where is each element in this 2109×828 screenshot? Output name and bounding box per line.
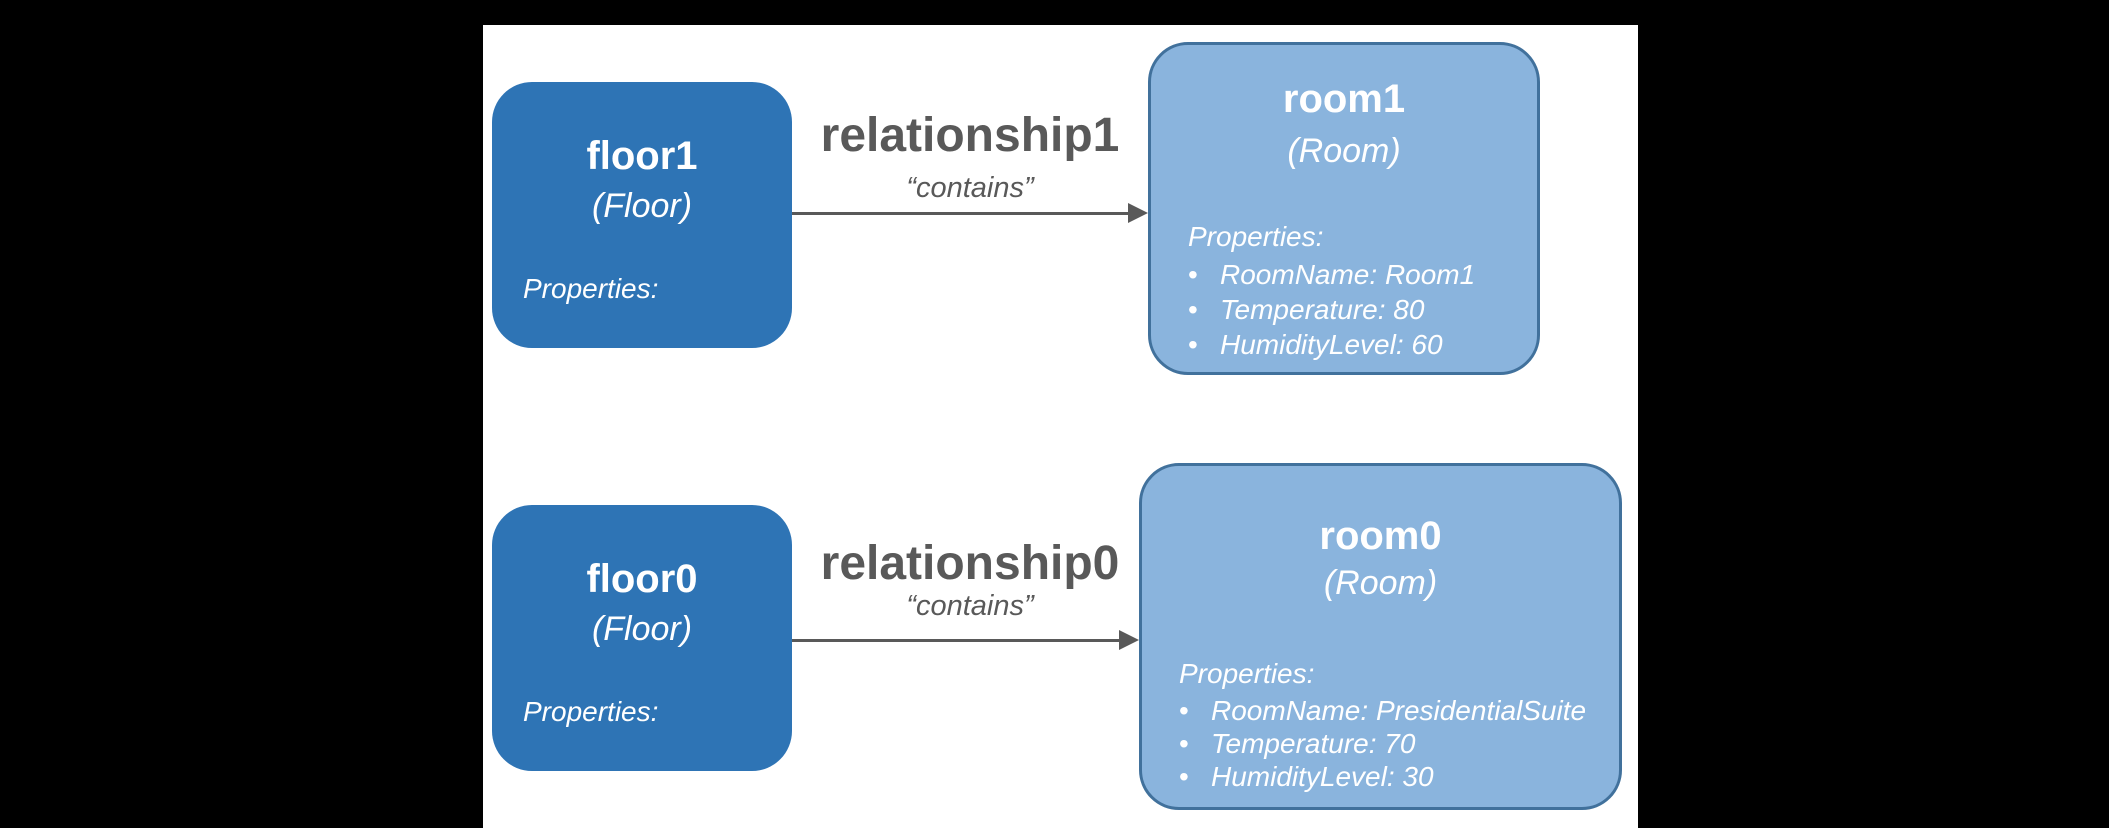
properties-list: • RoomName: Room1 • Temperature: 80 • Hu… <box>1188 257 1475 362</box>
property-item: • RoomName: PresidentialSuite <box>1179 694 1586 727</box>
slide-canvas: floor1 (Floor) Properties: relationship1… <box>483 25 1638 828</box>
relationship-arrow-head-icon <box>1119 630 1139 650</box>
property-text: Temperature: 80 <box>1220 294 1425 325</box>
entity-title: floor1 <box>586 134 698 178</box>
bullet-icon: • <box>1188 259 1198 290</box>
properties-list: • RoomName: PresidentialSuite • Temperat… <box>1179 694 1586 793</box>
properties-label: Properties: <box>1179 658 1315 689</box>
bullet-icon: • <box>1179 728 1189 759</box>
room0-node: room0 (Room) Properties: • RoomName: Pre… <box>1139 463 1622 810</box>
relationship-value: “contains” <box>906 172 1034 204</box>
entity-title: floor0 <box>586 557 698 601</box>
relationship-name: relationship1 <box>820 109 1120 162</box>
entity-model: (Floor) <box>591 187 693 225</box>
entity-model: (Room) <box>1287 132 1401 170</box>
property-text: RoomName: Room1 <box>1220 259 1476 290</box>
floor0-node: floor0 (Floor) Properties: <box>492 505 792 771</box>
bullet-icon: • <box>1188 294 1198 325</box>
property-item: • Temperature: 70 <box>1179 727 1586 760</box>
property-item: • RoomName: Room1 <box>1188 257 1475 292</box>
property-text: RoomName: PresidentialSuite <box>1211 695 1587 726</box>
bullet-icon: • <box>1179 695 1189 726</box>
property-item: • HumidityLevel: 60 <box>1188 327 1475 362</box>
property-text: Temperature: 70 <box>1211 728 1416 759</box>
relationship-arrow-head-icon <box>1128 203 1148 223</box>
bullet-icon: • <box>1179 761 1189 792</box>
property-text: HumidityLevel: 30 <box>1211 761 1434 792</box>
floor1-node: floor1 (Floor) Properties: <box>492 82 792 348</box>
property-text: HumidityLevel: 60 <box>1220 329 1443 360</box>
entity-title: room0 <box>1319 514 1442 558</box>
properties-label: Properties: <box>1188 221 1324 252</box>
relationship-name: relationship0 <box>820 537 1120 590</box>
property-item: • Temperature: 80 <box>1188 292 1475 327</box>
entity-title: room1 <box>1282 77 1406 121</box>
properties-label: Properties: <box>523 696 659 727</box>
relationship-value: “contains” <box>906 590 1034 622</box>
room1-node: room1 (Room) Properties: • RoomName: Roo… <box>1148 42 1540 375</box>
relationship-arrow-line <box>792 212 1128 215</box>
property-item: • HumidityLevel: 30 <box>1179 760 1586 793</box>
bullet-icon: • <box>1188 329 1198 360</box>
relationship-arrow-line <box>792 639 1119 642</box>
entity-model: (Floor) <box>591 610 693 648</box>
properties-label: Properties: <box>523 273 659 304</box>
entity-model: (Room) <box>1323 564 1438 602</box>
